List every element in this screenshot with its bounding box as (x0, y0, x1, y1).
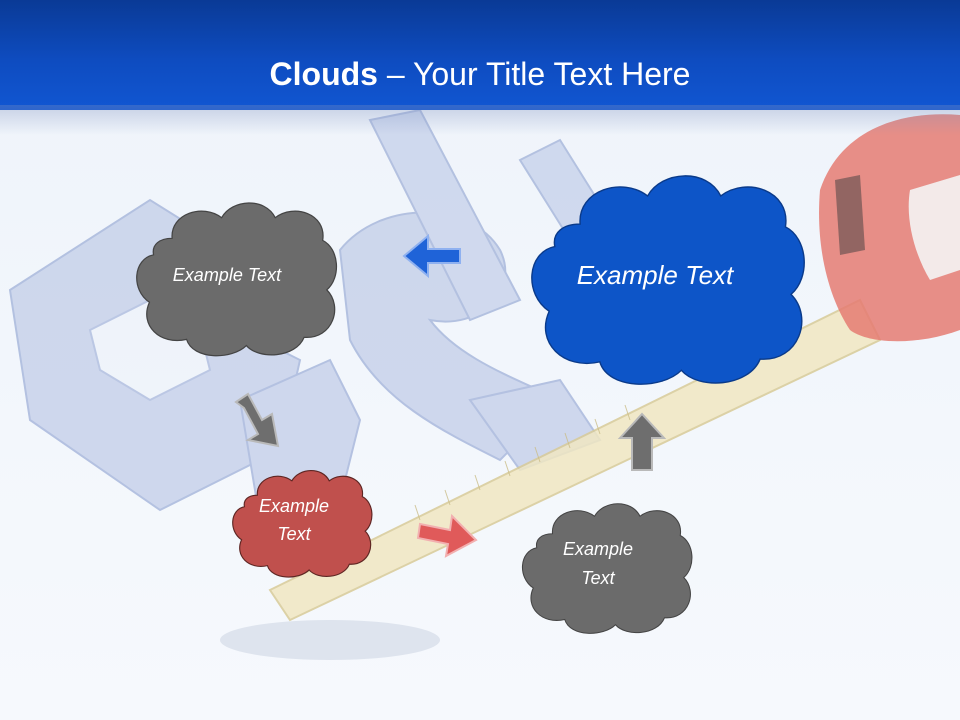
arrow-right-icon (416, 513, 478, 558)
cloud-gray-bottom-text: Example Text (562, 539, 634, 588)
title-separator: – (377, 56, 413, 92)
cloud-blue-text: Example Text (576, 259, 734, 290)
title-bold: Clouds (269, 56, 378, 92)
arrow-down-right-icon (234, 392, 280, 448)
arrow-up-icon (617, 412, 667, 471)
cloud-gray-top-text: Example Text (172, 264, 282, 285)
header-shadow (0, 105, 960, 135)
arrow-left-icon (402, 233, 461, 279)
header-band (0, 0, 960, 110)
slide-title: Clouds – Your Title Text Here (0, 52, 960, 96)
cloud-red-text: Example Text (258, 496, 330, 544)
title-text: Your Title Text Here (412, 56, 691, 92)
